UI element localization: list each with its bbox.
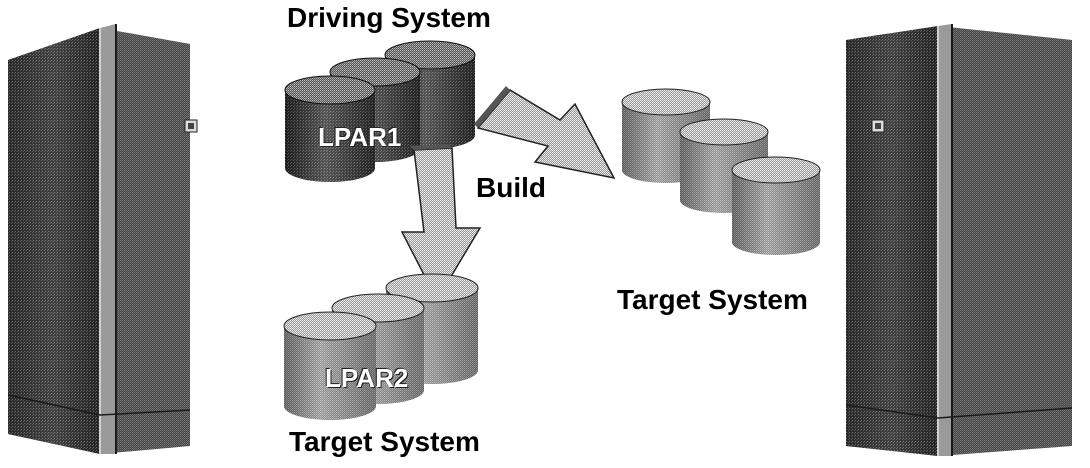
left-server-cabinet-icon <box>7 24 198 454</box>
right-server-cabinet-icon <box>845 24 1073 456</box>
driving-disks-icon <box>284 40 476 182</box>
lpar1-label: LPAR1 <box>318 122 402 152</box>
target-disks-bottom-icon <box>283 273 479 420</box>
build-arrow-down-icon <box>400 144 482 302</box>
build-label: Build <box>476 172 546 203</box>
target-system-bottom-label: Target System <box>289 426 480 457</box>
target-system-right-label: Target System <box>617 284 808 315</box>
driving-system-label: Driving System <box>287 2 491 33</box>
target-disks-right-icon <box>621 88 821 255</box>
build-arrow-right-icon <box>474 86 616 180</box>
lpar2-label: LPAR2 <box>325 363 409 393</box>
